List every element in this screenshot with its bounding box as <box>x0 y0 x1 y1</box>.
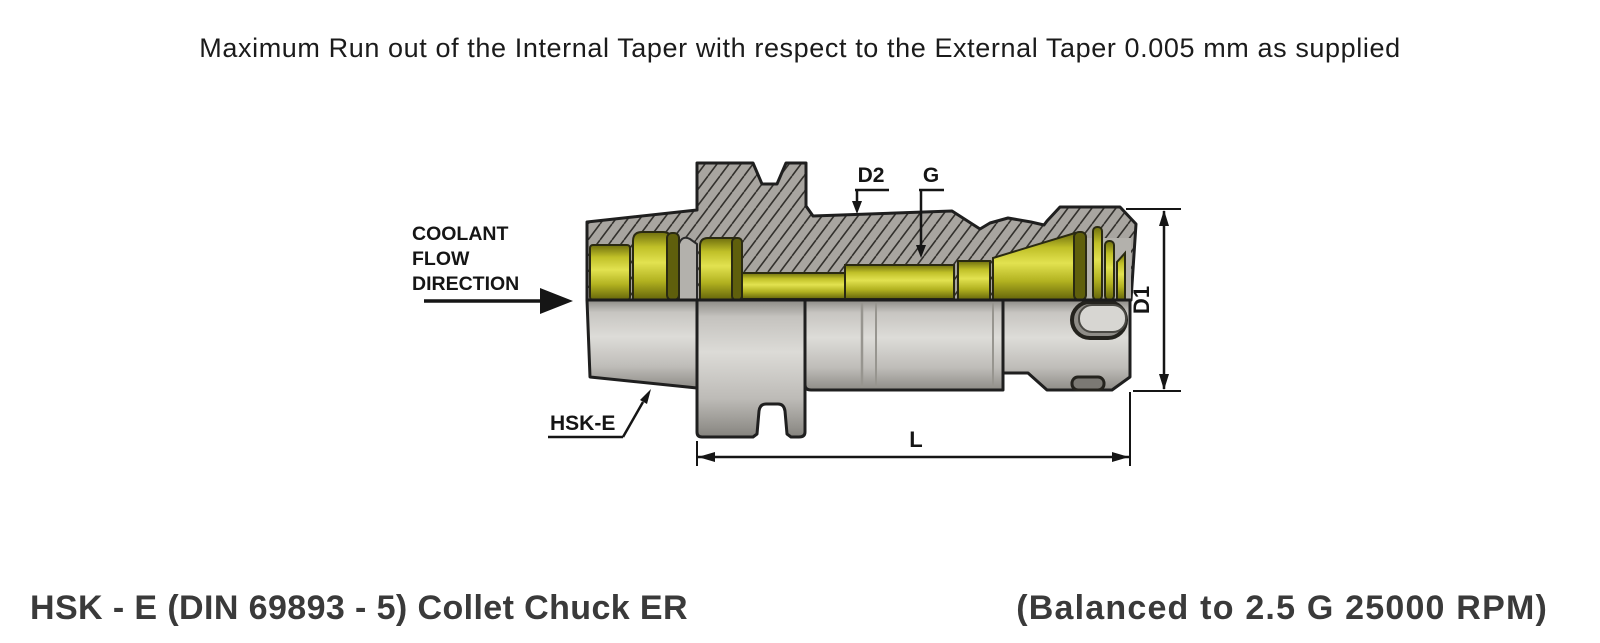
coolant-channel <box>589 226 1131 301</box>
dim-d2-label: D2 <box>858 164 885 187</box>
balance-spec: (Balanced to 2.5 G 25000 RPM) <box>1016 589 1548 627</box>
leader-arrow-icon <box>640 389 651 404</box>
body-detail-lines <box>860 303 994 387</box>
hsk-taper-shank <box>585 298 699 390</box>
leader-arrow-icon <box>852 201 862 214</box>
coolant-label-line1: COOLANT <box>412 223 508 245</box>
coolant-label-line2: FLOW <box>412 248 470 270</box>
dim-l-label: L <box>909 427 922 452</box>
hsk-shank-callout: HSK-E <box>548 389 651 439</box>
dim-l: L <box>696 392 1131 466</box>
shank-label: HSK-E <box>550 412 615 435</box>
product-title: HSK - E (DIN 69893 - 5) Collet Chuck ER <box>30 589 688 627</box>
tool-holder-lower-body <box>585 298 1132 439</box>
dim-arrow-icon <box>1159 374 1169 390</box>
coolant-flow-callout: COOLANT FLOW DIRECTION <box>412 223 573 314</box>
dim-d1: D1 <box>1126 208 1181 392</box>
runout-note: Maximum Run out of the Internal Taper wi… <box>199 33 1401 63</box>
dim-arrow-icon <box>1112 452 1129 462</box>
coolant-flow-arrow-icon <box>540 288 573 314</box>
collet-nut-bottom-slot <box>1070 375 1106 392</box>
dim-arrow-icon <box>1159 210 1169 226</box>
collet-nut-wrench-slot <box>1070 300 1128 392</box>
channel-pocket <box>678 236 698 301</box>
dim-d2-callout: D2 <box>852 164 889 214</box>
flange-lower <box>695 298 807 439</box>
coolant-label-line3: DIRECTION <box>412 273 519 295</box>
dim-arrow-icon <box>698 452 715 462</box>
dim-g-label: G <box>923 164 939 187</box>
cylindrical-body-lower <box>803 298 1005 392</box>
dim-g-callout: G <box>916 164 944 258</box>
dim-d1-label: D1 <box>1129 286 1154 314</box>
leader-arrow-icon <box>916 245 926 258</box>
